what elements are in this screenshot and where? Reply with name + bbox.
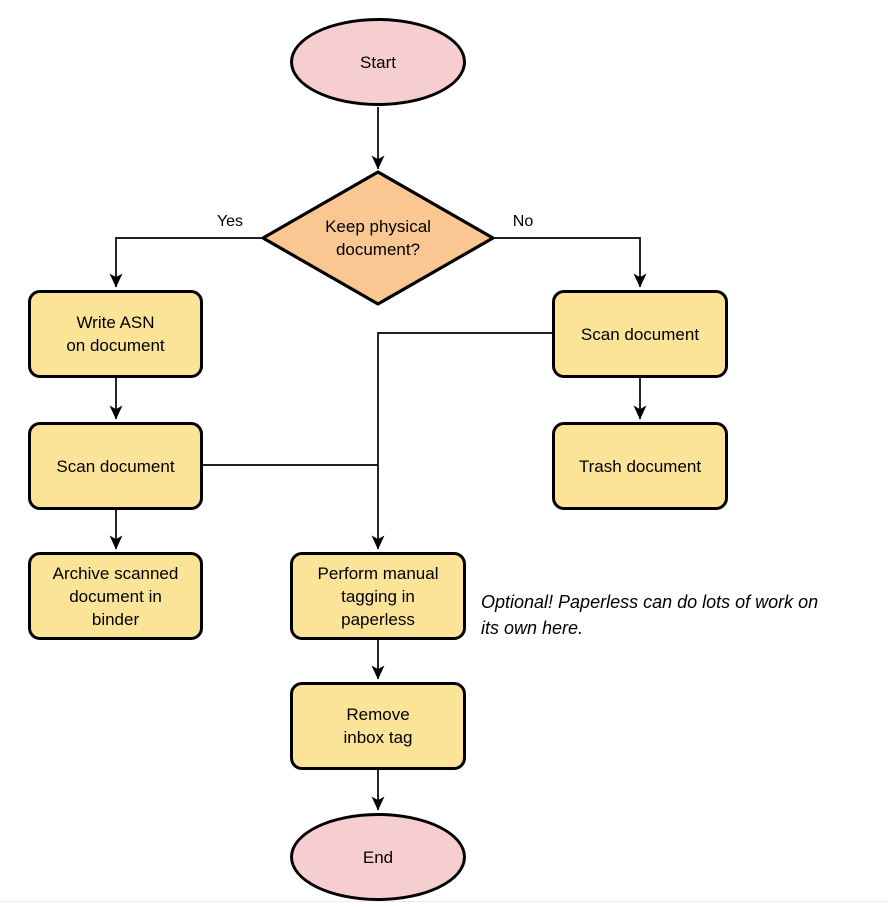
node-end: End [290, 813, 466, 901]
edge-label-no: No [506, 213, 540, 231]
edge-decision-scan-right [493, 237, 647, 288]
node-manual-tagging: Perform manual tagging in paperless [290, 552, 466, 640]
edge-label-yes: Yes [209, 213, 251, 231]
decision-diamond-shape [261, 170, 495, 306]
edge-decision-write-asn [109, 237, 263, 288]
node-remove-inbox-tag: Remove inbox tag [290, 682, 466, 770]
node-scan-document-left: Scan document [28, 422, 203, 510]
edge-scan-right-tagging [371, 332, 552, 550]
node-trash-document: Trash document [552, 422, 728, 510]
annotation-optional-note: Optional! Paperless can do lots of work … [481, 592, 819, 638]
bottom-divider [0, 901, 888, 902]
node-start: Start [290, 18, 466, 106]
node-decision-label: Keep physical document? [325, 217, 431, 259]
node-write-asn: Write ASN on document [28, 290, 203, 378]
node-archive-binder: Archive scanned document in binder [28, 552, 203, 640]
node-scan-document-right: Scan document [552, 290, 728, 378]
